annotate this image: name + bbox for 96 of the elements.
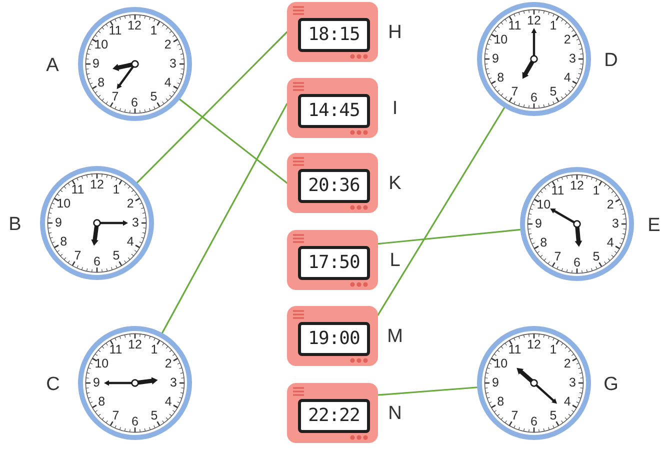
option-letter: E [648, 216, 660, 236]
clock-numeral: 5 [592, 250, 600, 264]
clock-numeral: 2 [606, 198, 614, 212]
clock-numeral: 3 [132, 216, 139, 230]
clock-numeral: 8 [497, 72, 504, 85]
clock-numeral: 12 [527, 14, 541, 27]
clock-numeral: 9 [535, 218, 542, 230]
clock-numeral: 6 [530, 415, 538, 428]
clock-numeral: 9 [492, 376, 499, 390]
clock-numeral: 12 [90, 178, 104, 191]
clock-numeral: 9 [55, 216, 62, 230]
clock-numeral: 7 [74, 250, 82, 263]
clock-numeral: 12 [527, 338, 541, 351]
option-letter: B [8, 215, 22, 235]
clock-numeral: 7 [112, 90, 119, 104]
clock-numeral: 5 [112, 250, 120, 263]
matching-line [377, 228, 522, 245]
clock-numeral: 6 [94, 255, 100, 268]
clock-numeral: 6 [574, 256, 580, 269]
time-readout: 19:00 [308, 329, 360, 349]
clock-numeral: 12 [570, 179, 584, 192]
clock-numeral: 4 [126, 236, 134, 249]
clock-numeral: 8 [497, 396, 504, 409]
clock-numeral: 8 [98, 396, 106, 409]
clock-numeral: 3 [569, 52, 576, 66]
clock-numeral: 8 [98, 76, 105, 90]
clock-numeral: 11 [508, 343, 522, 356]
clock-numeral: 11 [551, 184, 564, 198]
clock-numeral: 3 [569, 376, 576, 390]
clock-numeral: 10 [56, 197, 71, 210]
clock-numeral: 3 [170, 58, 176, 70]
time-readout: 17:50 [308, 253, 360, 273]
clock-numeral: 1 [150, 24, 158, 38]
time-readout: 18:15 [308, 25, 360, 45]
clock-numeral: 1 [550, 19, 557, 32]
option-letter: N [388, 404, 402, 424]
time-readout: 22:22 [308, 406, 360, 426]
clock-numeral: 11 [71, 183, 84, 196]
clock-numeral: 2 [126, 197, 134, 210]
clock-numeral: 11 [508, 19, 522, 32]
clock-numeral: 7 [112, 410, 120, 423]
clock-numeral: 1 [592, 184, 600, 198]
matching-line [136, 31, 288, 184]
clock-numeral: 10 [494, 33, 508, 46]
option-letter: I [392, 99, 398, 119]
matching-line [377, 386, 478, 396]
clock-numeral: 2 [164, 38, 172, 52]
option-letter: M [387, 327, 403, 347]
time-readout: 20:36 [308, 176, 360, 196]
clock-numeral: 6 [131, 96, 138, 109]
clock-numeral: 10 [94, 38, 108, 52]
clock-numeral: 3 [612, 218, 619, 230]
clock-numeral: 10 [536, 198, 551, 212]
option-letter: L [390, 251, 400, 271]
clock-numeral: 10 [494, 357, 508, 370]
matching-line [377, 106, 506, 316]
clock-numeral: 2 [564, 357, 571, 370]
clock-numeral: 6 [132, 415, 138, 428]
matching-line [161, 103, 288, 334]
clock-numeral: 9 [93, 376, 100, 390]
clock-numeral: 4 [564, 396, 571, 409]
clock-numeral: 5 [150, 90, 158, 104]
clock-numeral: 1 [112, 183, 120, 196]
clock-numeral: 1 [550, 343, 557, 356]
clock-numeral: 7 [554, 250, 562, 264]
option-letter: D [604, 51, 618, 71]
option-letter: G [604, 375, 618, 395]
clock-numeral: 11 [108, 24, 122, 38]
clock-numeral: 1 [150, 343, 158, 356]
option-letter: A [46, 56, 59, 76]
clock-numeral: 11 [109, 343, 122, 356]
option-letter: C [46, 375, 60, 395]
option-letter: K [388, 174, 402, 194]
clock-numeral: 6 [530, 91, 538, 104]
clock-numeral: 5 [550, 410, 557, 423]
matching-line [178, 98, 288, 184]
clock-numeral: 7 [511, 86, 518, 99]
clock-numeral: 8 [60, 236, 68, 249]
option-letter: H [388, 23, 402, 43]
clock-numeral: 12 [128, 19, 142, 32]
clock-numeral: 9 [92, 58, 100, 70]
clock-numeral: 5 [150, 410, 158, 423]
clock-numeral: 12 [128, 338, 142, 351]
clock-numeral: 4 [164, 396, 172, 409]
clock-numeral: 2 [164, 357, 172, 370]
clock-numeral: 5 [550, 86, 557, 99]
clock-numeral: 4 [606, 236, 614, 250]
clock-numeral: 8 [540, 236, 548, 250]
clock-numeral: 7 [511, 410, 518, 423]
clock-numeral: 4 [164, 76, 172, 90]
clock-numeral: 10 [94, 357, 109, 370]
clock-numeral: 2 [564, 33, 571, 46]
time-readout: 14:45 [308, 101, 360, 121]
clock-numeral: 3 [170, 376, 177, 390]
clock-numeral: 9 [492, 52, 499, 66]
clock-numeral: 4 [564, 72, 571, 85]
